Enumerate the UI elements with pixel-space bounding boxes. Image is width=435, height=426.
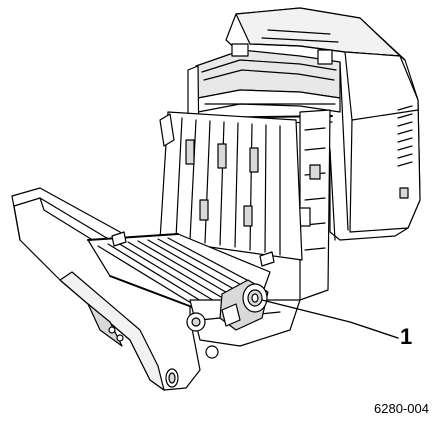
callout-component-roller bbox=[219, 279, 269, 331]
side-vent bbox=[397, 105, 413, 167]
callout-leader-line bbox=[261, 299, 399, 339]
callout-number: 1 bbox=[400, 324, 413, 349]
printer-interior bbox=[187, 43, 341, 301]
transfer-guide-panel bbox=[159, 111, 303, 261]
figure-id: 6280-004 bbox=[374, 402, 429, 415]
